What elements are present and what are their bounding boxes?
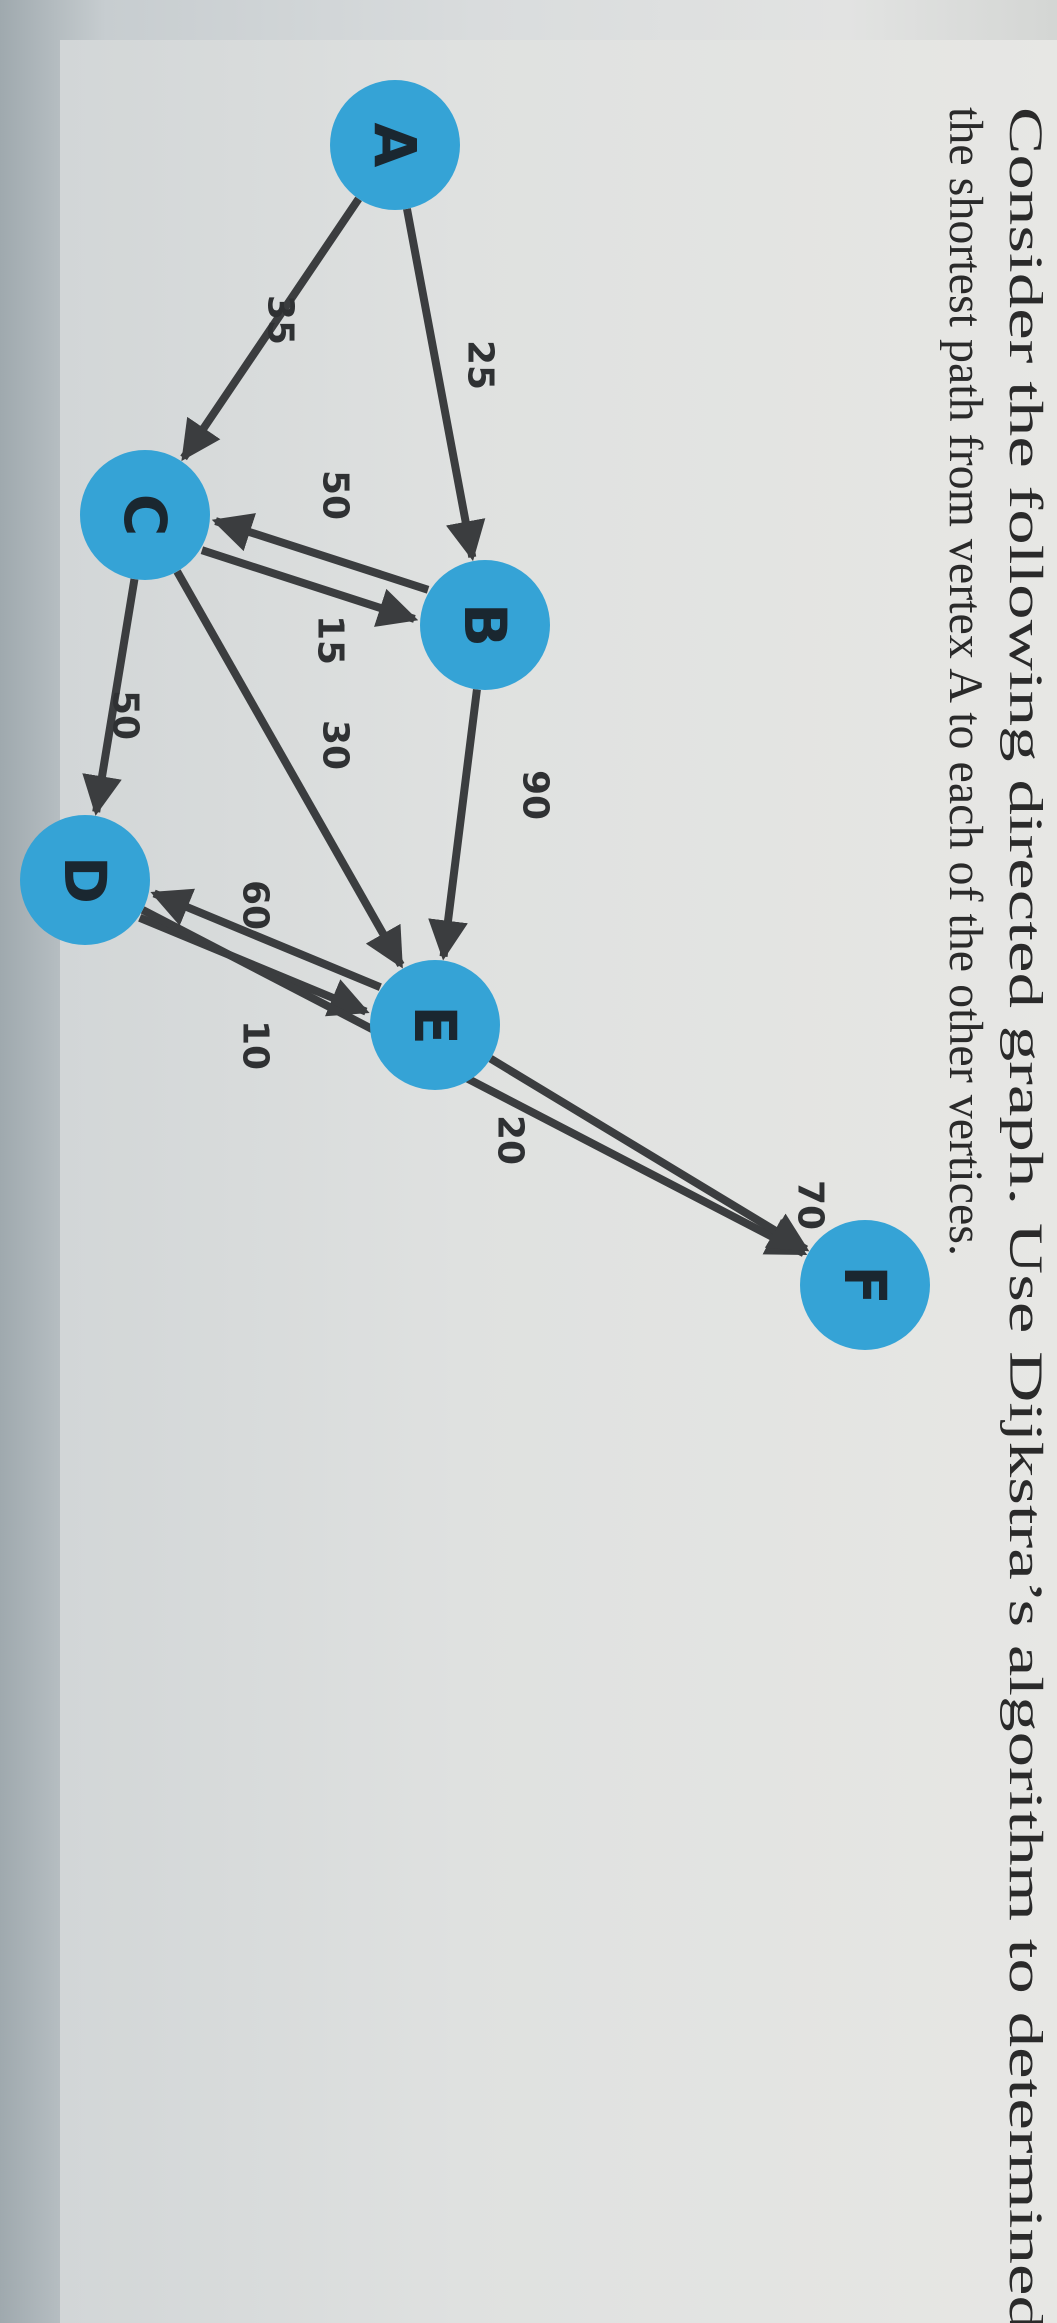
edge-weight-a-b: 25 (460, 340, 501, 390)
node-label-c: C (111, 494, 179, 537)
node-b: B (420, 560, 550, 690)
node-circle-d (20, 815, 150, 945)
node-label-f: F (831, 1265, 899, 1305)
node-circle-c (80, 450, 210, 580)
edge-weight-a-c: 35 (260, 295, 301, 345)
node-circle-f (800, 1220, 930, 1350)
weights-layer: 25 35 50 15 90 30 50 60 10 20 70 (105, 295, 831, 1230)
edge-b-to-e (428, 689, 481, 961)
edges-layer (82, 196, 810, 1257)
edge-weight-c-d: 50 (105, 690, 146, 740)
edge-weight-b-e: 90 (515, 770, 556, 820)
edge-weight-d-f: 20 (490, 1115, 531, 1165)
edge-d-to-f (140, 906, 808, 1257)
edge-e-to-f (488, 1055, 810, 1253)
edge-weight-e-d: 10 (235, 1020, 276, 1070)
edge-e-to-d (150, 888, 382, 991)
edge-c-to-b (200, 546, 419, 627)
node-e: E (370, 960, 500, 1090)
edge-b-to-c (211, 513, 430, 594)
node-a: A (330, 80, 460, 210)
node-label-a: A (361, 123, 429, 168)
node-circle-b (420, 560, 550, 690)
edge-weight-c-b: 50 (315, 470, 356, 520)
edge-a-to-c (180, 196, 362, 462)
edge-c-to-d (82, 578, 139, 816)
edge-a-to-b (403, 208, 486, 562)
node-label-e: E (401, 1005, 469, 1045)
edge-weight-d-e: 60 (235, 880, 276, 930)
edge-weight-c-e: 30 (315, 720, 356, 770)
edge-c-to-e (173, 569, 405, 969)
paper-sheet (60, 40, 1057, 2323)
nodes-layer: A B C D E F (20, 80, 930, 1350)
node-f: F (800, 1220, 930, 1350)
node-circle-a (330, 80, 460, 210)
node-d: D (20, 815, 150, 945)
node-label-d: D (51, 856, 119, 904)
node-label-b: B (451, 603, 519, 647)
question-line-1: Consider the following directed graph. U… (999, 107, 1052, 2323)
node-c: C (80, 450, 210, 580)
edge-weight-e-f: 70 (790, 1180, 831, 1230)
question-line-2: the shortest path from vertex A to each … (939, 107, 992, 1256)
node-circle-e (370, 960, 500, 1090)
edge-weight-b-c: 15 (310, 615, 351, 665)
